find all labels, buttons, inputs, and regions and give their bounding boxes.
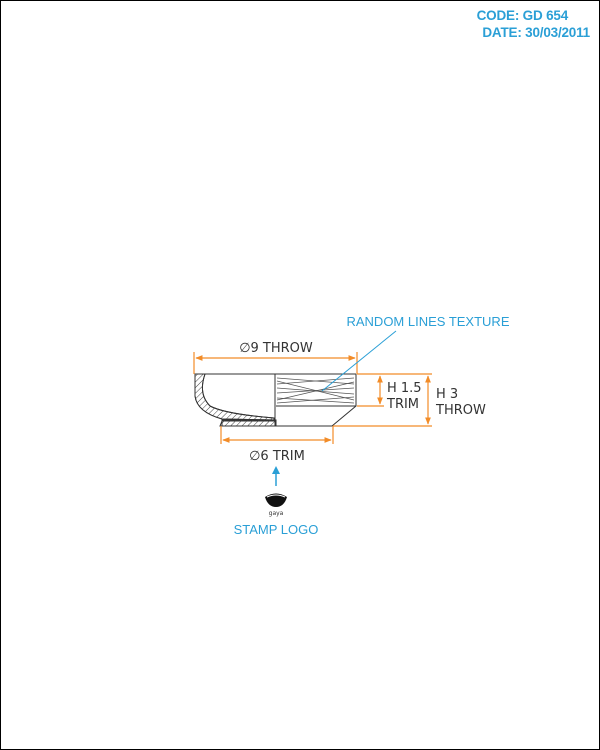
stamp-mark-text: gaya [269, 510, 284, 517]
texture-callout-leader [321, 330, 397, 392]
bottom-diameter-dimension [220, 426, 334, 444]
trim-height-label-line1: H 1.5 [387, 381, 422, 396]
texture-callout-label: RANDOM LINES TEXTURE [346, 314, 509, 329]
drawing-code: CODE: GD 654 [476, 8, 569, 23]
stamp-arrow [272, 466, 280, 486]
throw-height-dimension [333, 373, 432, 427]
trim-height-dimension [357, 373, 384, 407]
throw-height-label-line2: THROW [435, 403, 486, 418]
bottom-diameter-label: ∅6 TRIM [249, 449, 305, 464]
bowl-profile [194, 373, 357, 427]
top-diameter-label: ∅9 THROW [239, 341, 313, 356]
stamp-callout-label: STAMP LOGO [234, 522, 319, 537]
throw-height-label-line1: H 3 [436, 387, 458, 402]
random-lines-texture [276, 377, 355, 404]
stamp-logo-icon [265, 493, 287, 507]
trim-height-label-line2: TRIM [386, 397, 419, 412]
drawing-date: DATE: 30/03/2011 [482, 25, 590, 40]
